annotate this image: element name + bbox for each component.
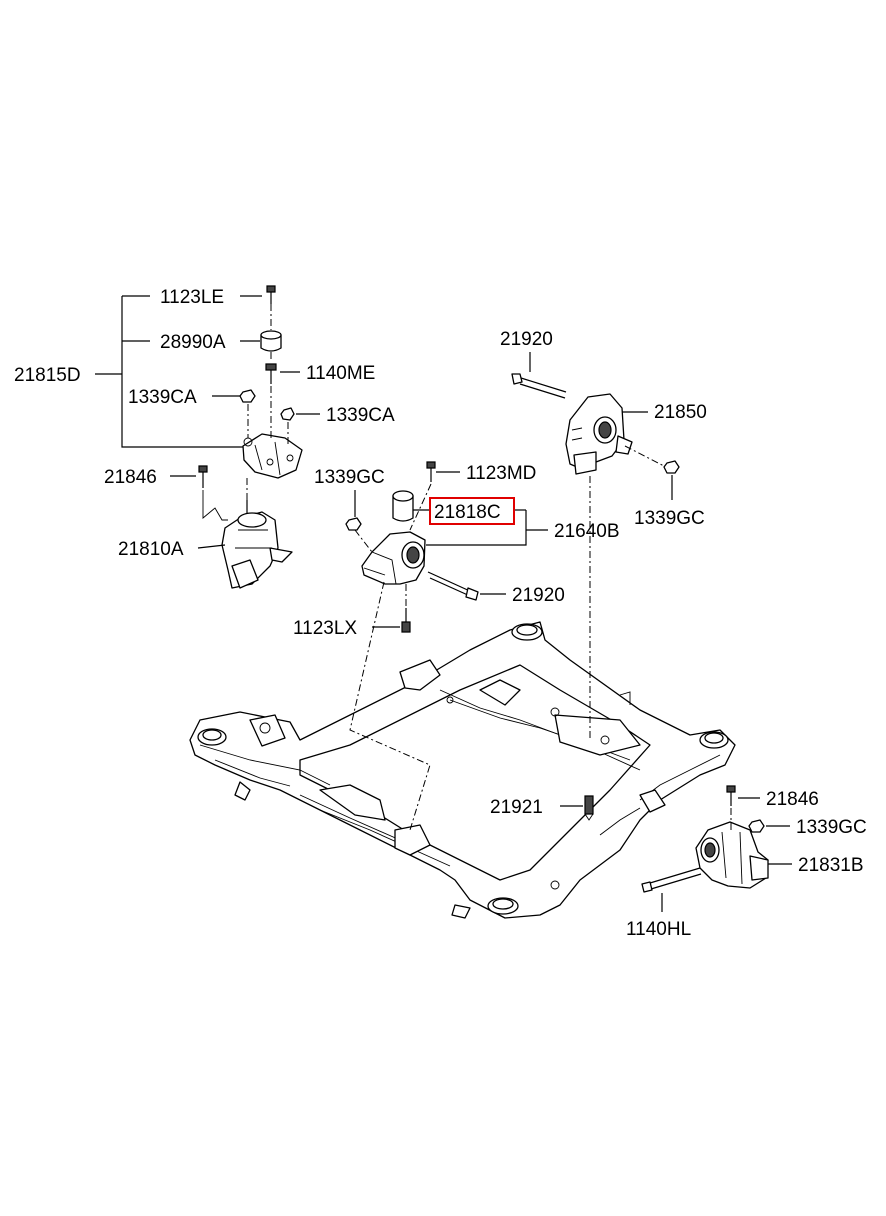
label-1123MD[interactable]: 1123MD xyxy=(466,463,536,484)
label-1339CA-a[interactable]: 1339CA xyxy=(128,387,197,408)
highlight-box xyxy=(429,497,515,525)
label-1339GC-c[interactable]: 1339GC xyxy=(796,817,867,838)
rear-right-mount xyxy=(641,785,769,893)
label-21818C[interactable]: 21818C xyxy=(434,502,501,523)
label-1339GC-a[interactable]: 1339GC xyxy=(314,467,385,488)
left-engine-mount xyxy=(198,285,303,589)
label-21921[interactable]: 21921 xyxy=(490,797,543,818)
label-21846-a[interactable]: 21846 xyxy=(104,467,157,488)
label-21815D[interactable]: 21815D xyxy=(14,365,81,386)
label-1140HL[interactable]: 1140HL xyxy=(626,919,691,940)
label-1123LX[interactable]: 1123LX xyxy=(293,618,357,639)
label-21640B[interactable]: 21640B xyxy=(554,521,620,542)
label-21846-b[interactable]: 21846 xyxy=(766,789,819,810)
part-labels: 1123LE 28990A 21815D 1140ME 1339CA 1339C… xyxy=(14,287,867,940)
label-21920-a[interactable]: 21920 xyxy=(500,329,553,350)
label-21850[interactable]: 21850 xyxy=(654,402,707,423)
label-28990A[interactable]: 28990A xyxy=(160,332,226,353)
label-1140ME[interactable]: 1140ME xyxy=(306,363,375,384)
center-engine-mount xyxy=(345,461,479,831)
label-21810A[interactable]: 21810A xyxy=(118,539,184,560)
label-1339GC-b[interactable]: 1339GC xyxy=(634,508,705,529)
leader-lines xyxy=(95,295,792,912)
right-engine-mount xyxy=(511,373,680,821)
label-1339CA-b[interactable]: 1339CA xyxy=(326,405,395,426)
label-21920-b[interactable]: 21920 xyxy=(512,585,565,606)
label-1123LE[interactable]: 1123LE xyxy=(160,287,224,308)
subframe xyxy=(189,621,736,919)
label-21831B[interactable]: 21831B xyxy=(798,855,864,876)
